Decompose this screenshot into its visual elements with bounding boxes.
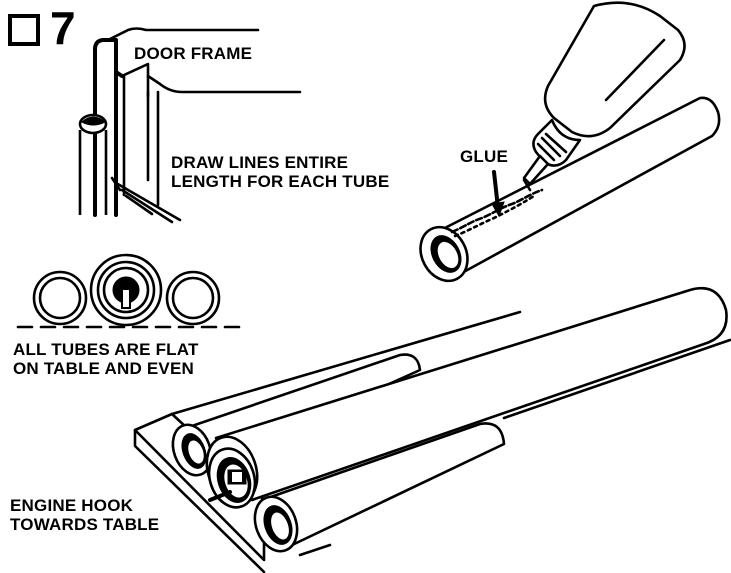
engine-hook-label: ENGINE HOOK TOWARDS TABLE — [10, 496, 160, 534]
door-frame-recess — [120, 62, 302, 94]
glue-tube-illustration — [419, 96, 721, 283]
long-top-tube — [214, 286, 728, 502]
door-frame-label: DOOR FRAME — [134, 44, 253, 63]
step-number: 7 — [50, 2, 76, 54]
door-frame-illustration — [78, 27, 302, 224]
tube-against-frame — [78, 130, 108, 215]
front-short-tube — [260, 422, 506, 548]
engine-hook — [208, 490, 232, 502]
step-checkbox[interactable] — [8, 14, 40, 46]
draw-lines-label: DRAW LINES ENTIRE LENGTH FOR EACH TUBE — [171, 153, 390, 191]
glue-label: GLUE — [460, 147, 509, 166]
glue-tube-body — [436, 96, 721, 276]
flat-tubes-label: ALL TUBES ARE FLAT ON TABLE AND EVEN — [13, 340, 199, 378]
table-top-edge — [170, 310, 522, 416]
glue-bottle-illustration — [522, 1, 686, 192]
tube-assembly-illustration — [133, 286, 731, 573]
door-frame-top — [106, 27, 260, 42]
glue-bottle-nozzle — [522, 154, 550, 186]
door-frame-edge — [93, 38, 124, 217]
glue-arrow — [492, 170, 500, 210]
right-tube-outer — [165, 270, 221, 326]
tube-cross-section — [16, 253, 242, 329]
glue-bottle-body — [543, 1, 686, 138]
left-tube-outer — [32, 270, 88, 326]
